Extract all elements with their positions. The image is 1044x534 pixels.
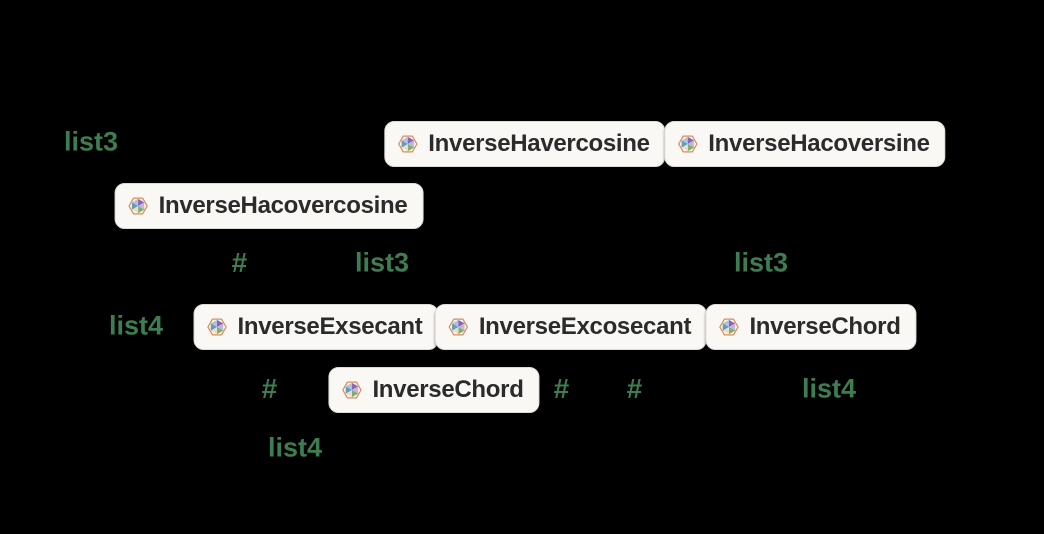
slot-token: #	[261, 373, 277, 404]
function-chip[interactable]: InverseExsecant	[193, 304, 439, 350]
wolfram-function-icon	[398, 135, 418, 153]
function-chip-label: InverseExcosecant	[478, 313, 692, 340]
wolfram-function-icon	[448, 318, 469, 336]
wolfram-function-icon	[719, 318, 739, 336]
function-chip[interactable]: InverseExcosecant	[434, 304, 708, 350]
symbol-token: list3	[354, 247, 410, 278]
symbol-token: list4	[801, 373, 857, 404]
symbol-token: list4	[108, 310, 164, 341]
function-chip[interactable]: InverseHacoversine	[664, 121, 946, 167]
function-chip[interactable]: InverseHacovercosine	[114, 183, 424, 229]
symbol-token: list4	[267, 432, 323, 463]
function-chip-label: InverseHacovercosine	[158, 192, 408, 219]
function-chip-label: InverseExsecant	[237, 313, 423, 340]
symbol-token: list3	[733, 247, 789, 278]
wolfram-function-icon	[678, 135, 698, 153]
function-chip[interactable]: InverseChord	[705, 304, 917, 350]
wolfram-function-icon	[128, 197, 148, 215]
wolfram-function-icon	[342, 381, 362, 399]
symbol-token: list3	[63, 126, 119, 157]
function-chip[interactable]: InverseHavercosine	[384, 121, 666, 167]
function-chip[interactable]: InverseChord	[328, 367, 540, 413]
function-chip-label: InverseHacoversine	[708, 130, 930, 157]
function-chip-label: InverseChord	[749, 313, 901, 340]
slot-token: #	[553, 373, 569, 404]
slot-token: #	[626, 373, 642, 404]
function-chip-label: InverseHavercosine	[428, 130, 650, 157]
slot-token: #	[231, 247, 247, 278]
function-chip-label: InverseChord	[372, 376, 524, 403]
wolfram-function-icon	[207, 318, 227, 336]
